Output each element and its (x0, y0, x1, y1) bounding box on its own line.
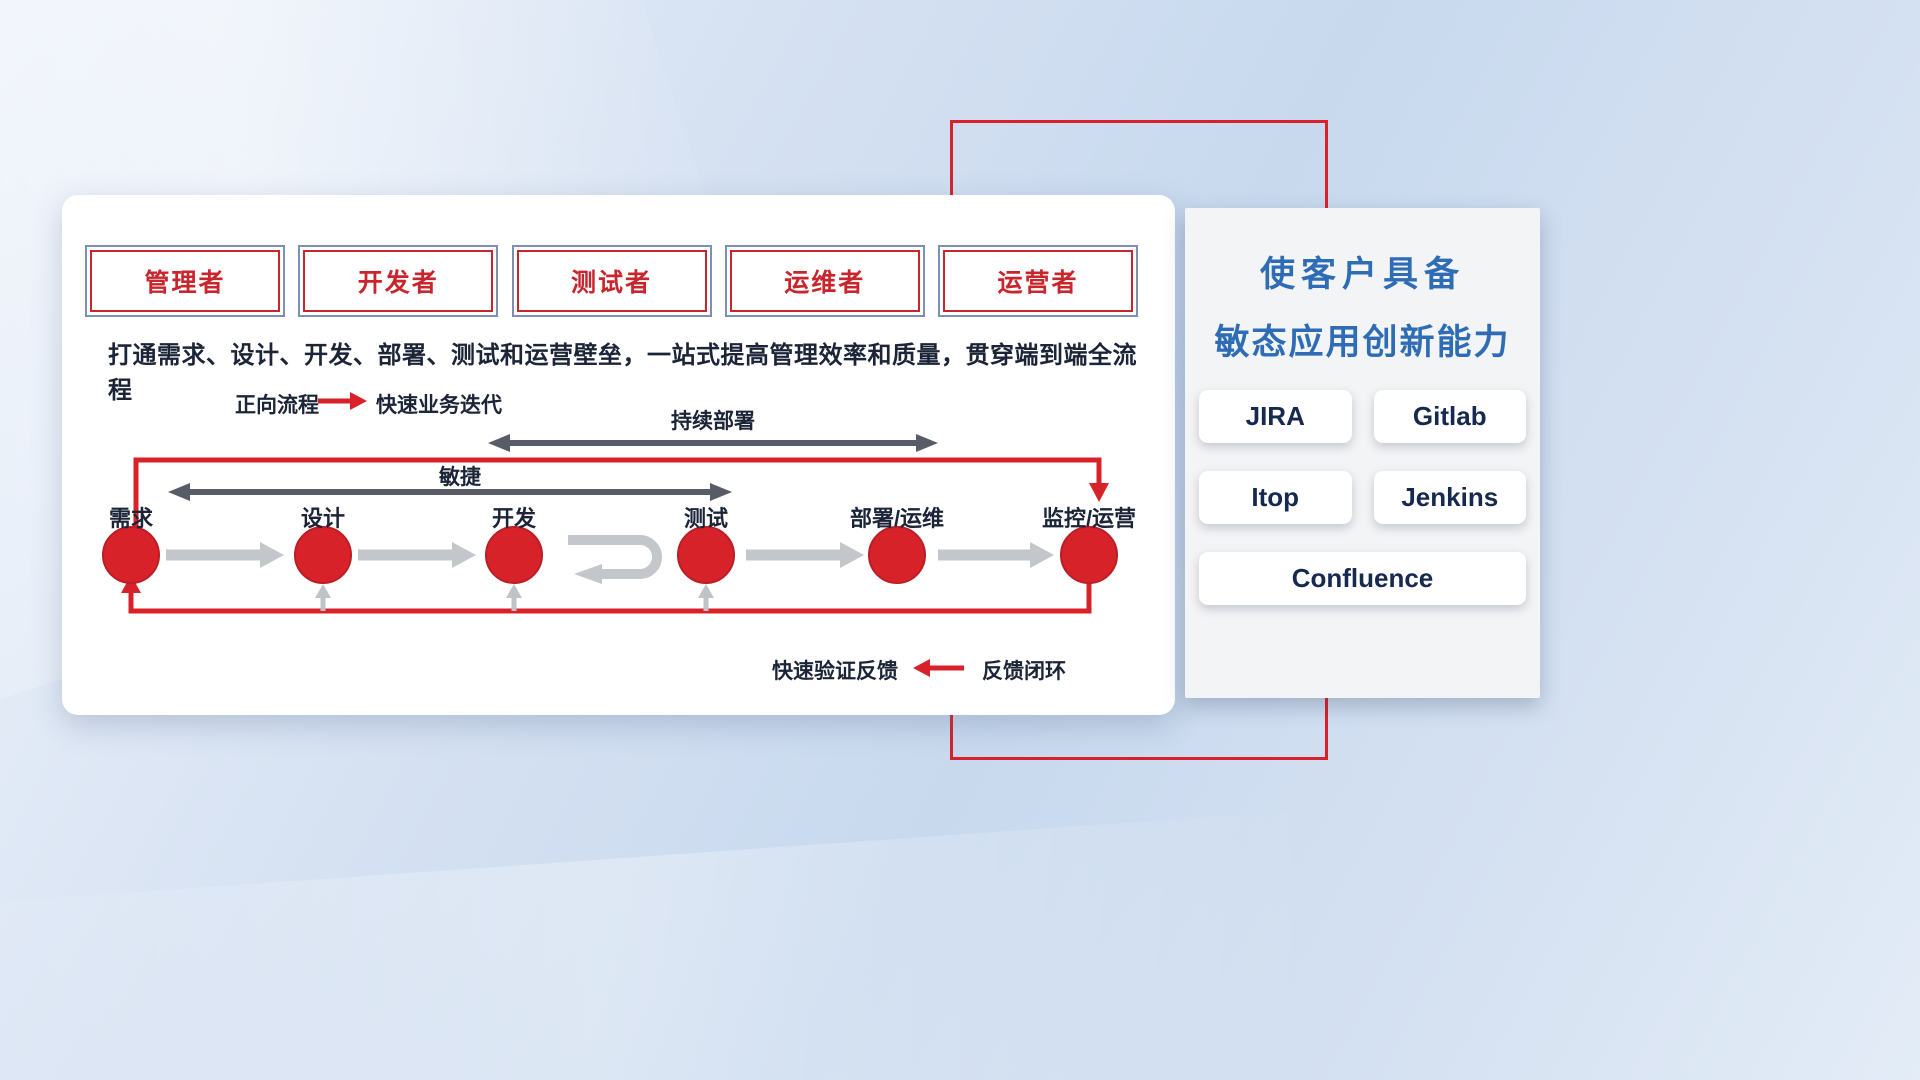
panel-title-line1: 使客户具备 (1259, 255, 1465, 294)
tool-chip-jira: JIRA (1199, 390, 1352, 443)
stage-circle-monitor (1060, 526, 1118, 584)
continuous-deploy-arrow (488, 434, 938, 452)
stage-label-deploy-ops: 部署/运维 (849, 506, 945, 531)
role-box-developer: 开发者 (298, 245, 499, 317)
dev-test-iteration-icon (568, 535, 662, 584)
tool-chip-itop: Itop (1199, 471, 1352, 524)
stage-label-monitor: 监控/运营 (1041, 506, 1137, 531)
tool-chip-gitlab: Gitlab (1373, 390, 1526, 443)
continuous-deploy-label: 持续部署 (671, 410, 755, 433)
stage-circles (102, 526, 1118, 584)
stage-circle-develop (485, 526, 543, 584)
feedback-legend-arrow (913, 659, 964, 677)
forward-legend-label: 正向流程 (235, 394, 319, 417)
stage-label-test: 测试 (683, 506, 729, 531)
feedback-legend-label: 反馈闭环 (982, 660, 1066, 683)
role-label: 运营者 (997, 269, 1079, 297)
role-box-operator: 运营者 (938, 245, 1138, 317)
role-row: 管理者 开发者 测试者 运维者 运营者 (85, 245, 1138, 317)
tool-grid: JIRA Gitlab Itop Jenkins Confluence (1199, 390, 1526, 605)
stage-flow-arrows (166, 542, 1054, 568)
role-box-manager: 管理者 (85, 245, 285, 317)
agile-label: 敏捷 (439, 466, 481, 489)
role-label: 测试者 (570, 269, 652, 297)
role-label: 运维者 (784, 269, 866, 297)
feedback-red-loop (121, 575, 1092, 614)
forward-flow-red-loop (133, 457, 1109, 527)
stage-circle-design (294, 526, 352, 584)
stage-circle-deploy-ops (868, 526, 926, 584)
stage-circle-test (677, 526, 735, 584)
stage-label-design: 设计 (300, 506, 346, 531)
forward-legend-desc: 快速业务迭代 (376, 394, 502, 417)
stage-label-requirement: 需求 (108, 506, 154, 531)
card-subtitle: 打通需求、设计、开发、部署、测试和运营壁垒，一站式提高管理效率和质量，贯穿端到端… (108, 342, 1137, 404)
feedback-branch-arrows (315, 584, 714, 611)
role-label: 开发者 (357, 269, 439, 297)
stage-label-develop: 开发 (491, 506, 537, 531)
panel-title-line2: 敏态应用创新能力 (1214, 323, 1511, 362)
role-box-tester: 测试者 (511, 245, 712, 317)
tool-chip-jenkins: Jenkins (1373, 471, 1526, 524)
role-label: 管理者 (144, 269, 226, 297)
stage-circle-requirement (102, 526, 160, 584)
feedback-legend-desc: 快速验证反馈 (772, 660, 898, 683)
tool-chip-confluence: Confluence (1199, 552, 1526, 605)
capability-panel: 使客户具备 敏态应用创新能力 JIRA Gitlab Itop Jenkins … (1185, 208, 1540, 698)
role-box-ops: 运维者 (724, 245, 925, 317)
devops-flow-card: 管理者 开发者 测试者 运维者 运营者 打通需求、设计、开发、部署、测试和运营壁… (62, 195, 1175, 715)
background-light-streak-bottom (0, 811, 1309, 1080)
